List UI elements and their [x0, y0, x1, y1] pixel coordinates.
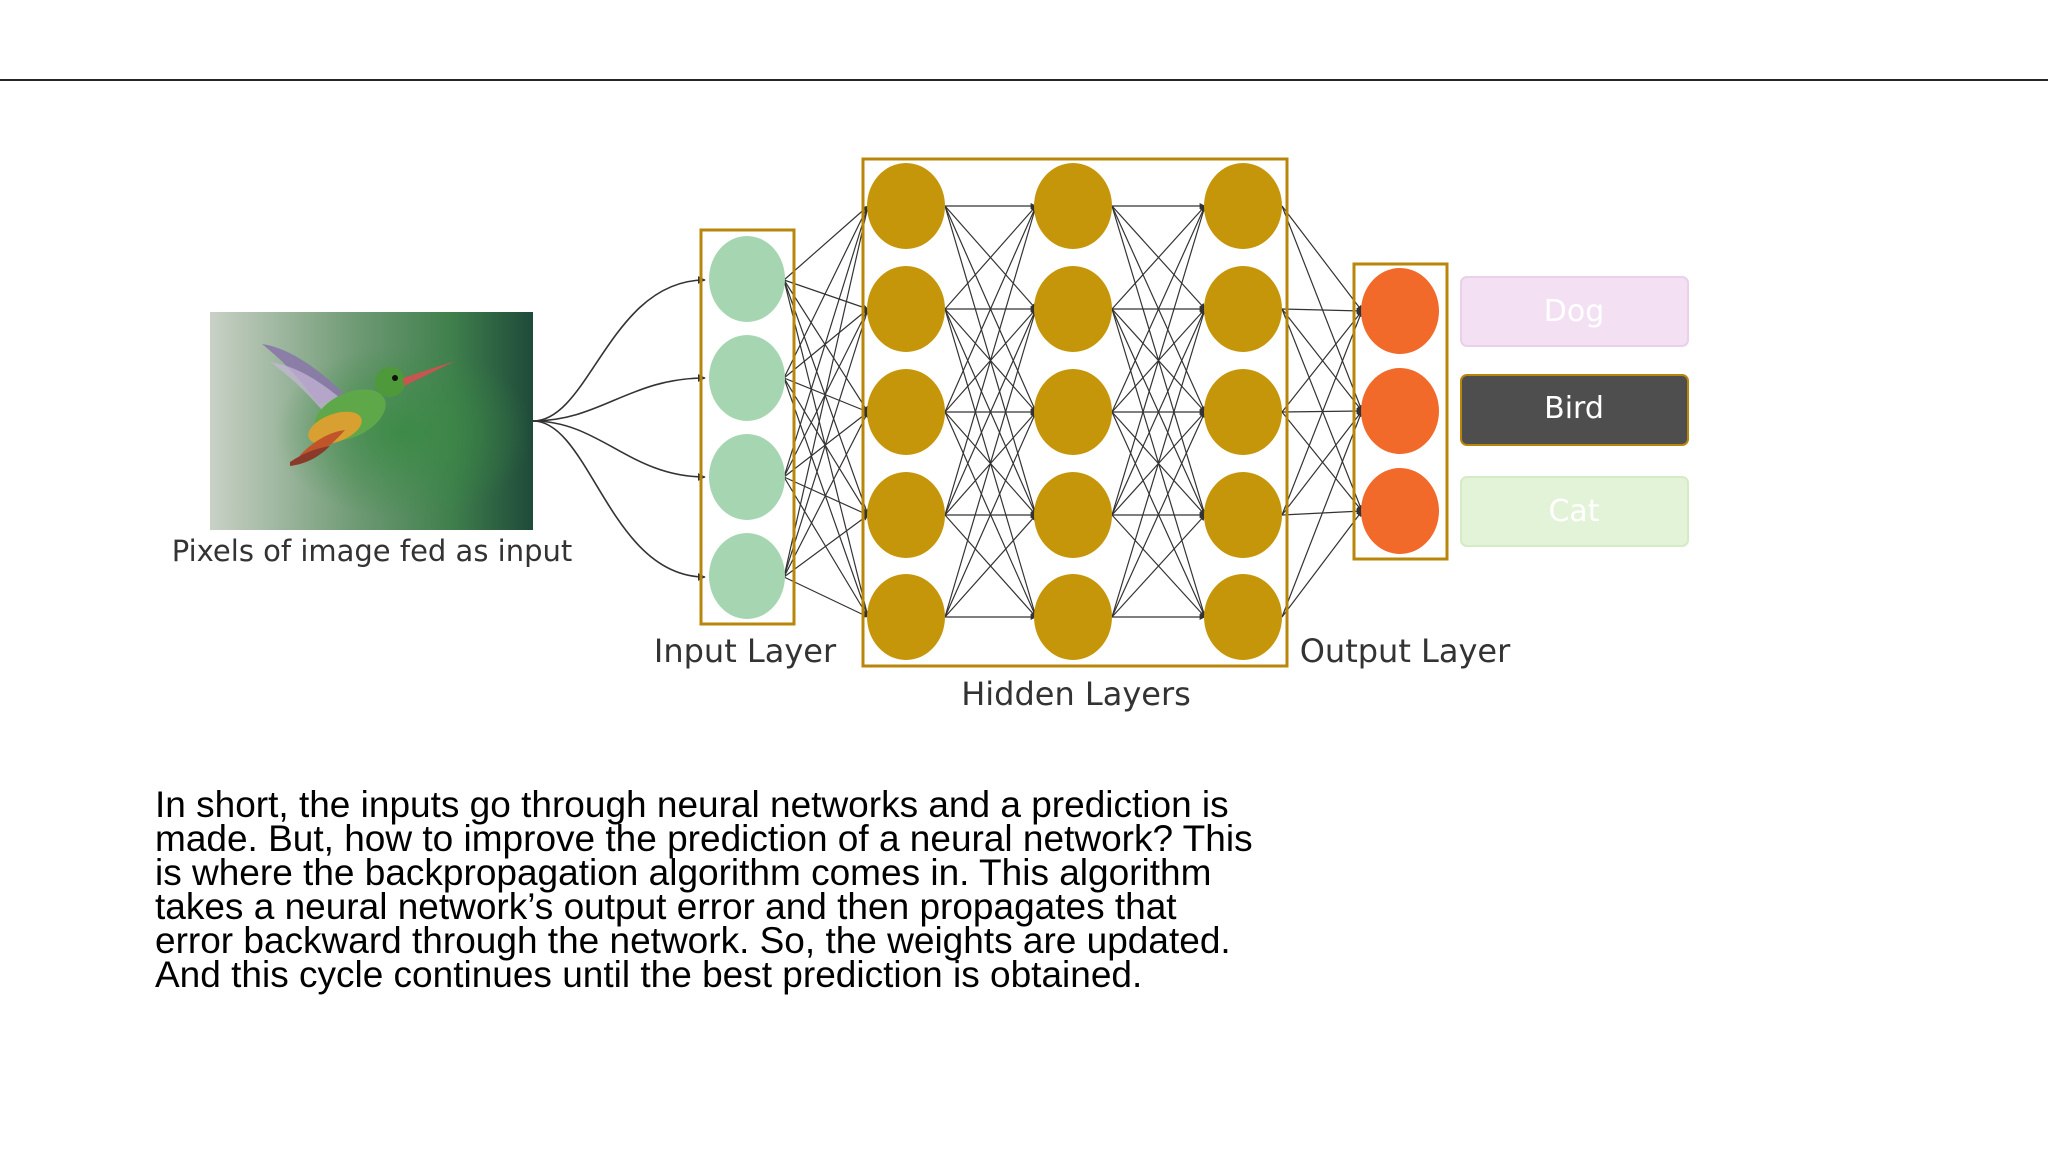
- paragraph-line: error backward through the network. So, …: [155, 920, 1231, 961]
- hidden-node: [1204, 266, 1282, 352]
- output-node: [1361, 468, 1439, 554]
- paragraph-line: made. But, how to improve the prediction…: [155, 818, 1253, 859]
- output-nodes: [1361, 268, 1439, 554]
- input-layer-label: Input Layer: [654, 632, 837, 670]
- image-caption: Pixels of image fed as input: [172, 534, 573, 568]
- top-rule: [0, 79, 2048, 81]
- paragraph-line: takes a neural network’s output error an…: [155, 886, 1177, 927]
- hidden-node: [1034, 266, 1112, 352]
- class-cat-label: Cat: [1548, 494, 1599, 529]
- neural-network-diagram: Pixels of image fed as input: [172, 157, 1689, 713]
- input-nodes: [709, 236, 785, 619]
- hidden-node: [1034, 574, 1112, 660]
- input-node: [709, 434, 785, 520]
- hidden-node: [1204, 472, 1282, 558]
- class-bird: Bird: [1460, 374, 1689, 446]
- output-layer-box: [1352, 262, 1449, 561]
- hidden-node: [867, 472, 945, 558]
- hidden-layer-2-nodes: [1034, 163, 1112, 660]
- hidden-node: [1204, 574, 1282, 660]
- hidden-layers-label: Hidden Layers: [961, 675, 1191, 713]
- class-dog: Dog: [1460, 276, 1689, 347]
- hidden-node: [1034, 472, 1112, 558]
- explanation-paragraph: In short, the inputs go through neural n…: [155, 784, 1355, 995]
- input-node: [709, 236, 785, 322]
- output-layer-label: Output Layer: [1300, 632, 1511, 670]
- edges-hidden2-to-hidden3: [1111, 203, 1207, 620]
- edges-hidden1-to-hidden2: [944, 203, 1038, 620]
- input-arrows: [532, 276, 706, 581]
- class-bird-label: Bird: [1544, 391, 1604, 426]
- hummingbird-image: [210, 312, 533, 530]
- edges-hidden3-to-output: [1281, 205, 1363, 618]
- hidden-node: [867, 266, 945, 352]
- class-dog-label: Dog: [1544, 294, 1605, 329]
- input-node: [709, 335, 785, 421]
- hidden-layer-3-nodes: [1204, 163, 1282, 660]
- hidden-node: [867, 369, 945, 455]
- edges-input-to-hidden1: [783, 205, 870, 618]
- hidden-node: [1204, 163, 1282, 249]
- hidden-node: [1034, 163, 1112, 249]
- hidden-node: [1034, 369, 1112, 455]
- hidden-layer-1-nodes: [867, 163, 945, 660]
- hidden-node: [867, 163, 945, 249]
- output-node: [1361, 368, 1439, 454]
- paragraph-line: is where the backpropagation algorithm c…: [155, 852, 1212, 893]
- output-node: [1361, 268, 1439, 354]
- class-cat: Cat: [1460, 476, 1689, 547]
- hidden-node: [867, 574, 945, 660]
- hidden-layers-box: [861, 157, 1289, 668]
- paragraph-line: And this cycle continues until the best …: [155, 954, 1143, 995]
- hidden-node: [1204, 369, 1282, 455]
- paragraph-line: In short, the inputs go through neural n…: [155, 784, 1229, 825]
- input-node: [709, 533, 785, 619]
- input-layer-box: [699, 228, 796, 626]
